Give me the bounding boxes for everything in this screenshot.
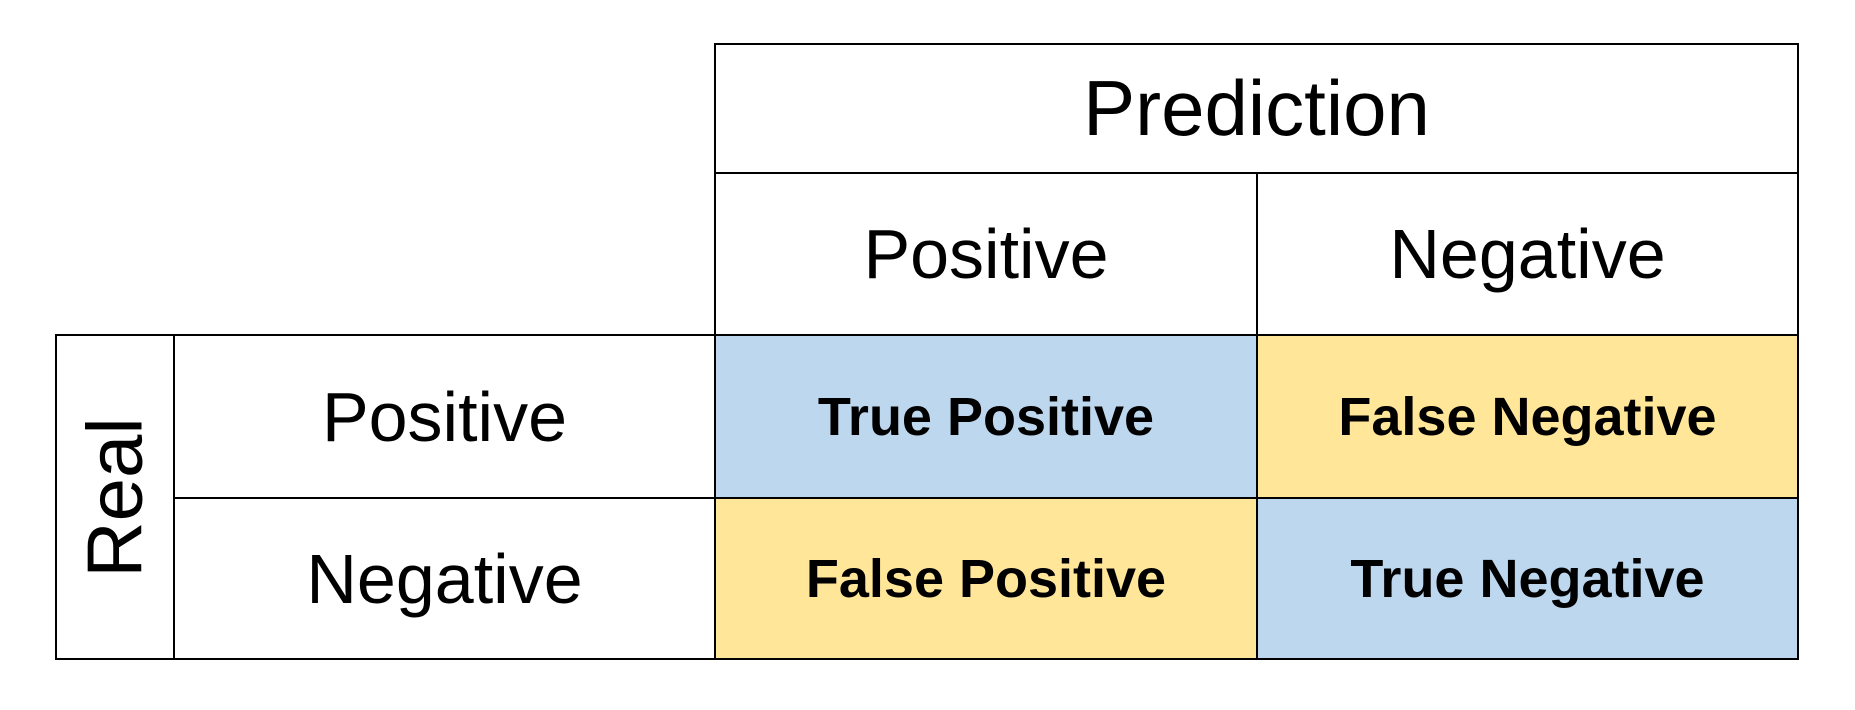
cell-false-positive: False Positive xyxy=(714,497,1258,660)
cell-false-negative-label: False Negative xyxy=(1338,386,1717,447)
prediction-header: Prediction xyxy=(714,43,1799,174)
cell-true-negative-label: True Negative xyxy=(1350,548,1705,609)
cell-true-positive: True Positive xyxy=(714,334,1258,499)
real-header-label: Real xyxy=(70,416,159,578)
column-header-positive: Positive xyxy=(714,172,1258,336)
cell-false-positive-label: False Positive xyxy=(805,548,1167,609)
column-header-negative: Negative xyxy=(1256,172,1799,336)
cell-true-positive-label: True Positive xyxy=(817,386,1155,447)
column-header-positive-label: Positive xyxy=(863,215,1109,293)
real-header: Real xyxy=(55,334,175,660)
column-header-negative-label: Negative xyxy=(1389,215,1666,293)
row-header-negative-label: Negative xyxy=(306,539,583,618)
cell-false-negative: False Negative xyxy=(1256,334,1799,499)
row-header-positive: Positive xyxy=(173,334,716,499)
row-header-negative: Negative xyxy=(173,497,716,660)
row-header-positive-label: Positive xyxy=(321,377,568,456)
prediction-header-label: Prediction xyxy=(1083,64,1430,152)
cell-true-negative: True Negative xyxy=(1256,497,1799,660)
